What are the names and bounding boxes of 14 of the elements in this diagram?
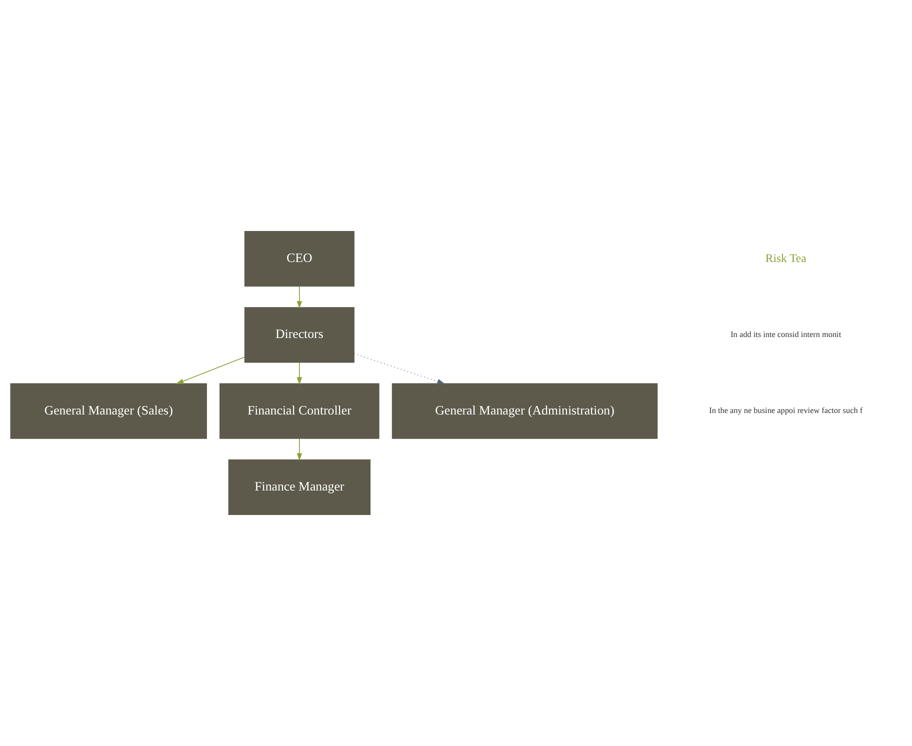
arrow (296, 362, 302, 385)
arrow (176, 356, 245, 384)
node-box: General Manager (Administration) (392, 383, 658, 439)
arrow (296, 286, 302, 309)
node-box: CEO (244, 231, 354, 287)
node-box: Directors (244, 307, 354, 363)
label: Risk Tea (765, 252, 806, 265)
node-box: General Manager (Sales) (10, 383, 207, 439)
label: In the any ne busine appoi review factor such f (709, 406, 863, 416)
node-box: Finance Manager (228, 459, 371, 515)
node-box: Financial Controller (220, 383, 380, 439)
arrow (296, 438, 302, 461)
label: In add its inte consid intern monit (730, 330, 842, 340)
arrow (354, 353, 445, 384)
